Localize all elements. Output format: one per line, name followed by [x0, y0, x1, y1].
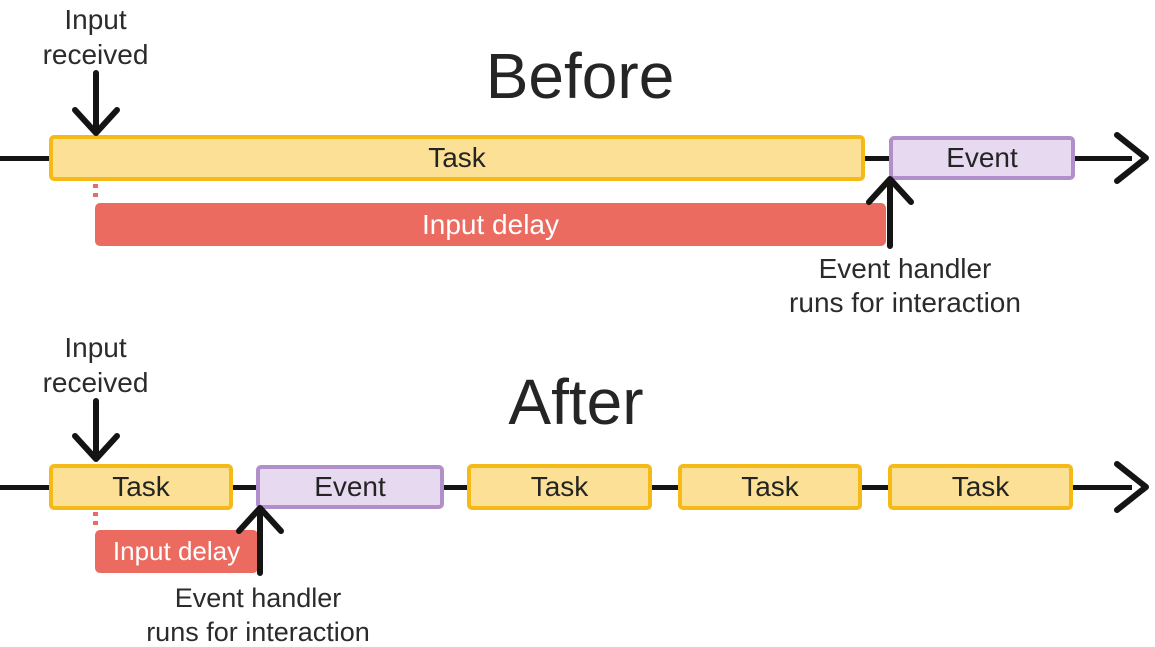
after-task-label-3: Task	[741, 471, 799, 502]
after-input-received-line2: received	[42, 367, 149, 398]
before-event-label: Event	[946, 142, 1018, 173]
after-input-delay-label: Input delay	[112, 536, 241, 566]
before-event-handler-line1: Event handler	[818, 253, 992, 284]
after-event-handler-line1: Event handler	[174, 583, 342, 613]
after-input-delay-bar: Input delay	[95, 530, 258, 573]
after-delay-connector-dotted-line	[93, 512, 98, 529]
after-task-label-1: Task	[112, 471, 170, 502]
before-timeline-arrowhead-icon	[1114, 132, 1149, 184]
before-task-bar: Task	[49, 135, 865, 181]
after-task-box-4: Task	[888, 464, 1073, 510]
after-input-received-label: Input received	[28, 330, 163, 400]
after-event-box: Event	[256, 465, 444, 509]
before-input-arrow-icon	[72, 70, 120, 136]
after-task-box-2: Task	[467, 464, 652, 510]
before-event-box: Event	[889, 136, 1075, 180]
before-delay-connector-dotted-line	[93, 184, 98, 202]
after-timeline-arrowhead-icon	[1114, 461, 1149, 513]
after-title: After	[508, 366, 644, 438]
after-task-box-1: Task	[49, 464, 233, 510]
after-event-label: Event	[314, 471, 386, 502]
after-event-handler-arrow-icon	[236, 505, 284, 576]
after-task-label-4: Task	[951, 471, 1010, 502]
before-event-handler-label: Event handler runs for interaction	[755, 252, 1055, 320]
after-task-label-2: Task	[530, 471, 589, 502]
after-input-received-line1: Input	[64, 332, 127, 363]
before-input-received-label: Input received	[28, 2, 163, 72]
before-event-handler-line2: runs for interaction	[789, 287, 1021, 318]
before-input-received-line1: Input	[64, 4, 127, 35]
after-task-box-3: Task	[678, 464, 862, 510]
before-input-delay-bar: Input delay	[95, 203, 886, 246]
after-input-arrow-icon	[72, 398, 120, 462]
before-task-label: Task	[428, 142, 486, 173]
before-title: Before	[485, 40, 675, 112]
after-event-handler-label: Event handler runs for interaction	[108, 581, 408, 647]
before-event-handler-arrow-icon	[866, 176, 914, 249]
after-event-handler-line2: runs for interaction	[146, 617, 370, 647]
before-input-received-line2: received	[42, 39, 149, 70]
before-input-delay-label: Input delay	[422, 208, 559, 240]
